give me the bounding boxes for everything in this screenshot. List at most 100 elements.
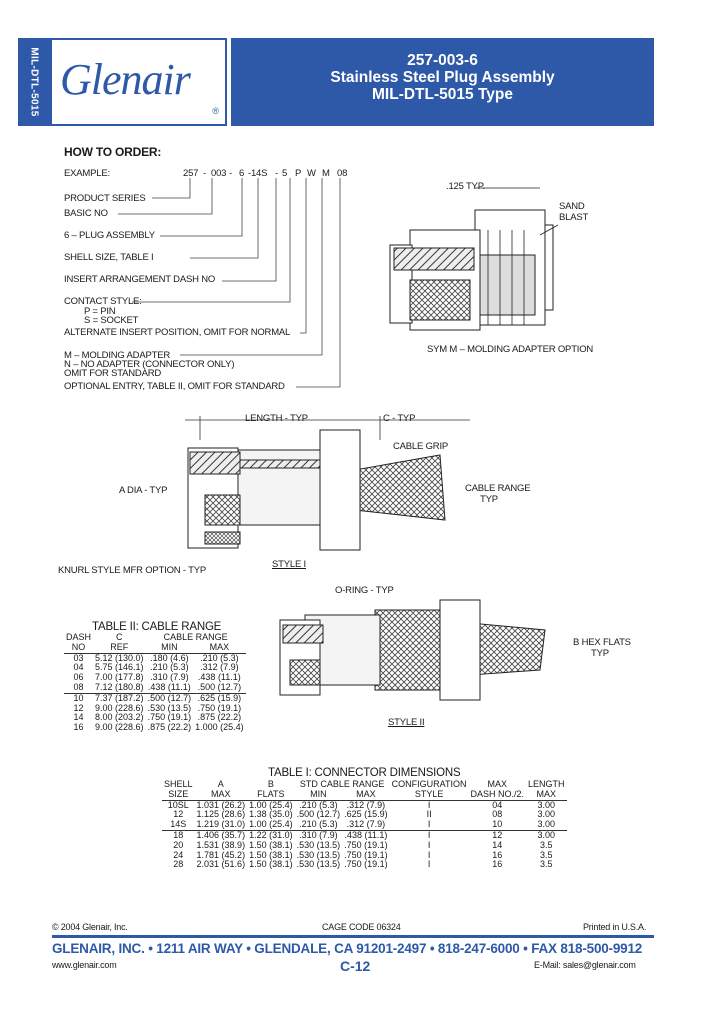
style-i-label: STYLE I xyxy=(272,559,306,570)
example-part-segment: 6 xyxy=(239,168,245,179)
table-cell: 24 xyxy=(173,849,184,860)
email-link[interactable]: E-Mail: sales@glenair.com xyxy=(534,960,636,970)
sym-m-label: SYM M – MOLDING ADAPTER OPTION xyxy=(427,344,594,355)
table1-header: LENGTH xyxy=(528,779,565,789)
table-cell: 5.12 (130.0) xyxy=(93,652,146,664)
table-cell: .625 (15.9) xyxy=(193,692,246,704)
table-cell: 16 xyxy=(73,722,84,733)
example-part-segment: 003 xyxy=(211,168,227,179)
length-typ-label: LENGTH - TYP xyxy=(245,413,308,424)
website-link[interactable]: www.glenair.com xyxy=(52,960,117,970)
table-cell: .875 (22.2) xyxy=(197,712,242,723)
table-cell: 03 xyxy=(64,652,94,664)
example-part-segment: 5 xyxy=(282,168,288,179)
order-item: OPTIONAL ENTRY, TABLE II, OMIT FOR STAND… xyxy=(64,381,285,392)
table-cell: .530 (13.5) xyxy=(296,849,341,860)
cable-range-typ-label: TYP xyxy=(480,494,498,505)
table-cell: I xyxy=(389,799,469,811)
table-cell: .530 (13.5) xyxy=(147,702,192,713)
table-cell: .530 (13.5) xyxy=(296,839,341,850)
table1-subheader: MAX xyxy=(356,788,376,799)
table-cell: .312 (7.9) xyxy=(346,819,386,830)
table-cell: 1.00 (25.4) xyxy=(249,819,293,830)
table-cell: 7.00 (177.8) xyxy=(95,672,144,683)
table-cell: 1.219 (31.0) xyxy=(196,819,246,830)
a-dia-label: A DIA - TYP xyxy=(119,485,168,496)
table-cell: .180 (4.6) xyxy=(145,652,194,664)
table-cell: I xyxy=(427,859,431,870)
table-cell: 9.00 (228.6) xyxy=(95,702,144,713)
table-cell: 18 xyxy=(162,829,195,841)
registered-mark: ® xyxy=(212,106,219,116)
table-cell: .530 (13.5) xyxy=(296,859,341,870)
table-cell: 12 xyxy=(173,809,184,820)
table-cell: 12 xyxy=(468,829,527,841)
example-part-segment: 08 xyxy=(337,168,348,179)
table1-header: CONFIGURATION xyxy=(391,779,467,789)
table1-subheader: STYLE xyxy=(414,788,444,799)
table1-header: SHELL xyxy=(164,779,193,789)
table-cell: .210 (5.3) xyxy=(150,662,189,673)
style-ii-drawing xyxy=(279,599,546,701)
table-cell: 8.00 (203.2) xyxy=(95,712,144,723)
knurl-label: KNURL STYLE MFR OPTION - TYP xyxy=(58,565,207,576)
cable-range-label: CABLE RANGE xyxy=(465,483,531,494)
style-i-drawing xyxy=(185,416,470,551)
table1-header: STD CABLE RANGE xyxy=(299,779,385,789)
table1-header: B xyxy=(267,779,274,789)
style-ii-label: STYLE II xyxy=(388,717,425,728)
table-cell: II xyxy=(426,809,432,820)
order-item: 6 – PLUG ASSEMBLY xyxy=(64,230,155,241)
table-cell: 7.37 (187.2) xyxy=(93,692,146,704)
table1-subheader: FLATS xyxy=(257,788,285,799)
b-hex-typ-label: TYP xyxy=(591,648,609,659)
order-item: P = PIN xyxy=(84,306,116,317)
example-part-segment: - xyxy=(275,168,278,179)
table-cell: 7.12 (180.8) xyxy=(95,681,144,692)
oring-label: O-RING - TYP xyxy=(335,585,394,596)
table-cell: 3.5 xyxy=(540,849,553,860)
table2-header: DASH xyxy=(66,632,92,642)
table-cell: .312 (7.9) xyxy=(200,662,239,673)
order-item: OMIT FOR STANDARD xyxy=(64,368,162,379)
table1-subheader: DASH NO./2. xyxy=(470,788,525,799)
table-cell: .625 (15.9) xyxy=(344,809,388,820)
table-cell: 14 xyxy=(492,839,503,850)
table1-subheader: MAX xyxy=(536,788,557,799)
table-cell: 04 xyxy=(73,662,84,673)
table-cell: .312 (7.9) xyxy=(342,799,390,811)
table-cell: .750 (19.1) xyxy=(344,859,388,870)
table-cell: 20 xyxy=(173,839,184,850)
table-cell: 1.00 (25.4) xyxy=(247,799,295,811)
table1-header: MAX xyxy=(487,779,508,789)
table-cell: .750 (19.1) xyxy=(197,702,242,713)
table-cell: .310 (7.9) xyxy=(294,829,343,841)
table-cell: I xyxy=(427,839,431,850)
table2-subheader: REF xyxy=(110,641,129,652)
table-cell: 14S xyxy=(170,819,187,830)
cable-grip-label: CABLE GRIP xyxy=(393,441,449,452)
cage-code: CAGE CODE 06324 xyxy=(322,922,401,932)
table-cell: .750 (19.1) xyxy=(344,839,388,850)
table2-header: CABLE RANGE xyxy=(163,632,228,642)
table-cell: 1.406 (35.7) xyxy=(194,829,248,841)
table1-subheader: MIN xyxy=(310,788,327,799)
example-part-segment: P xyxy=(295,168,302,179)
table-cell: .310 (7.9) xyxy=(150,672,189,683)
table-cell: .875 (22.2) xyxy=(147,722,192,733)
order-item: ALTERNATE INSERT POSITION, OMIT FOR NORM… xyxy=(64,327,291,338)
table1-header: A xyxy=(217,779,224,789)
table-cell: 3.00 xyxy=(537,819,556,830)
copyright: © 2004 Glenair, Inc. xyxy=(52,922,128,932)
table-cell: .750 (19.1) xyxy=(147,712,192,723)
company-address: GLENAIR, INC. • 1211 AIR WAY • GLENDALE,… xyxy=(52,941,643,956)
order-item: SHELL SIZE, TABLE I xyxy=(64,252,154,263)
side-tab: MIL-DTL-5015 xyxy=(18,38,50,126)
